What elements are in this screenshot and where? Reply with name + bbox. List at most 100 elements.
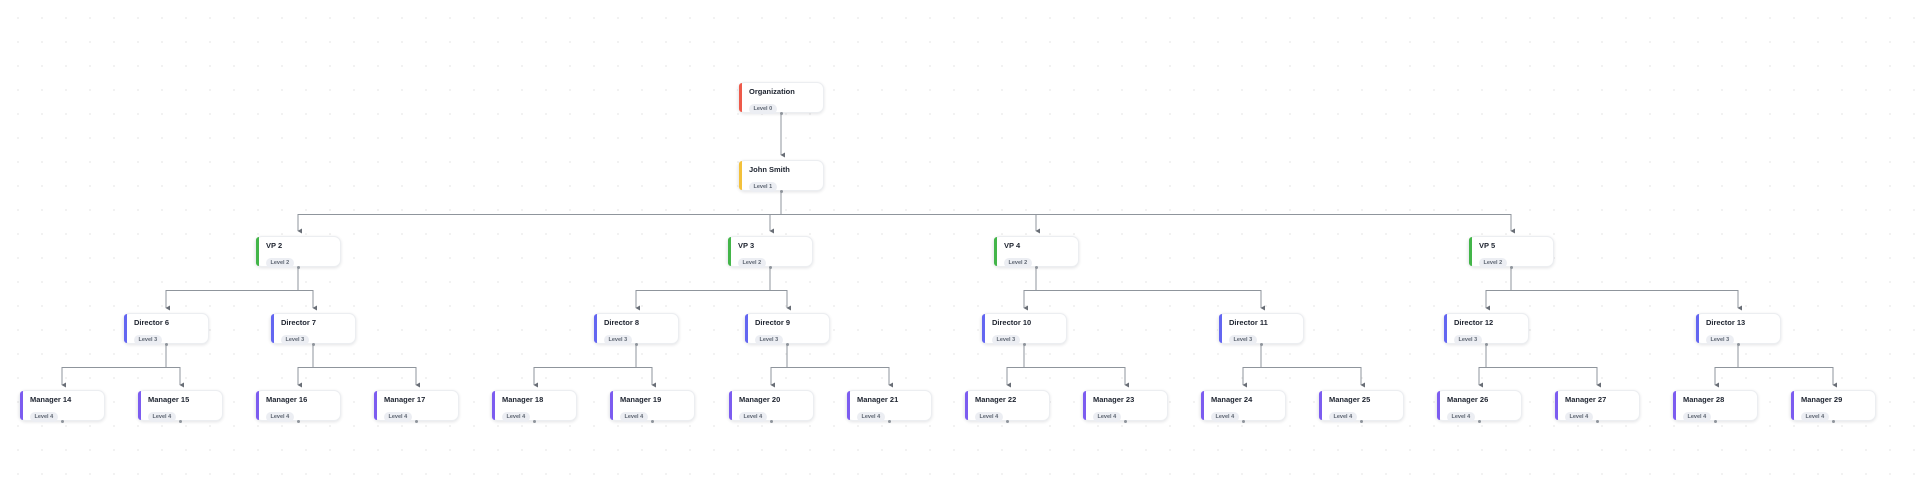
org-edge-vp4-d11: [1035, 268, 1265, 311]
node-handle-bottom: [779, 111, 783, 115]
node-title: Director 9: [755, 319, 791, 327]
org-edge-john-vp5: [780, 192, 1515, 234]
node-handle-bottom: [164, 342, 168, 346]
node-level-badge: Level 4: [1447, 412, 1475, 422]
node-level-badge: Level 4: [975, 412, 1003, 422]
org-edge-d10-m23: [1023, 345, 1129, 388]
node-level-badge: Level 4: [620, 412, 648, 422]
node-handle-bottom: [1477, 419, 1481, 423]
node-title: Director 6: [134, 319, 170, 327]
node-handle-bottom: [785, 342, 789, 346]
org-node-m20[interactable]: Manager 20 Level 4: [728, 390, 814, 423]
node-accent-bar: [994, 237, 997, 266]
node-accent-bar: [610, 391, 613, 420]
org-node-m26[interactable]: Manager 26 Level 4: [1436, 390, 1522, 423]
node-level-badge: Level 2: [266, 258, 294, 268]
node-level-badge: Level 2: [1479, 258, 1507, 268]
node-handle-bottom: [1022, 342, 1026, 346]
node-accent-bar: [1444, 314, 1447, 343]
node-level-badge: Level 0: [749, 104, 777, 114]
node-level-badge: Level 3: [134, 335, 162, 345]
node-accent-bar: [745, 314, 748, 343]
node-title: Manager 20: [739, 396, 781, 404]
org-edge-vp3-d8: [635, 268, 771, 311]
node-level-badge: Level 4: [739, 412, 767, 422]
org-node-vp5[interactable]: VP 5 Level 2: [1468, 236, 1554, 269]
node-title: Manager 29: [1801, 396, 1843, 404]
node-handle-bottom: [1484, 342, 1488, 346]
org-edge-john-vp4: [780, 192, 1040, 234]
node-handle-bottom: [1034, 265, 1038, 269]
node-handle-bottom: [1736, 342, 1740, 346]
node-title: Manager 27: [1565, 396, 1607, 404]
node-title: Manager 23: [1093, 396, 1135, 404]
org-node-d6[interactable]: Director 6 Level 3: [123, 313, 209, 346]
node-title: VP 3: [738, 242, 755, 250]
org-node-m29[interactable]: Manager 29 Level 4: [1790, 390, 1876, 423]
node-level-badge: Level 4: [1801, 412, 1829, 422]
node-accent-bar: [739, 83, 742, 112]
org-edge-d8-m18: [533, 345, 637, 388]
node-level-badge: Level 2: [1004, 258, 1032, 268]
org-node-vp2[interactable]: VP 2 Level 2: [255, 236, 341, 269]
org-node-vp3[interactable]: VP 3 Level 2: [727, 236, 813, 269]
node-level-badge: Level 3: [281, 335, 309, 345]
node-handle-bottom: [296, 419, 300, 423]
node-title: Director 11: [1229, 319, 1268, 327]
node-handle-bottom: [779, 189, 783, 193]
node-level-badge: Level 4: [1565, 412, 1593, 422]
node-accent-bar: [965, 391, 968, 420]
org-edge-vp4-d10: [1023, 268, 1037, 311]
node-handle-bottom: [887, 419, 891, 423]
node-accent-bar: [739, 161, 742, 190]
node-title: Manager 17: [384, 396, 426, 404]
node-level-badge: Level 4: [502, 412, 530, 422]
node-title: Manager 19: [620, 396, 662, 404]
node-handle-bottom: [1359, 419, 1363, 423]
org-node-m27[interactable]: Manager 27 Level 4: [1554, 390, 1640, 423]
org-edge-d12-m27: [1485, 345, 1601, 388]
node-level-badge: Level 2: [738, 258, 766, 268]
org-node-m19[interactable]: Manager 19 Level 4: [609, 390, 695, 423]
node-title: Manager 25: [1329, 396, 1371, 404]
org-edge-d13-m28: [1714, 345, 1739, 388]
node-level-badge: Level 4: [30, 412, 58, 422]
node-handle-bottom: [296, 265, 300, 269]
org-edge-john-vp3: [769, 192, 782, 234]
node-title: VP 4: [1004, 242, 1021, 250]
node-handle-bottom: [634, 342, 638, 346]
node-title: Manager 28: [1683, 396, 1725, 404]
node-accent-bar: [1083, 391, 1086, 420]
node-handle-bottom: [1509, 265, 1513, 269]
node-title: Manager 26: [1447, 396, 1489, 404]
node-accent-bar: [1469, 237, 1472, 266]
node-level-badge: Level 4: [148, 412, 176, 422]
org-node-vp4[interactable]: VP 4 Level 2: [993, 236, 1079, 269]
node-handle-bottom: [1831, 419, 1835, 423]
node-accent-bar: [374, 391, 377, 420]
node-title: VP 2: [266, 242, 283, 250]
node-title: Director 12: [1454, 319, 1494, 327]
node-title: VP 5: [1479, 242, 1496, 250]
